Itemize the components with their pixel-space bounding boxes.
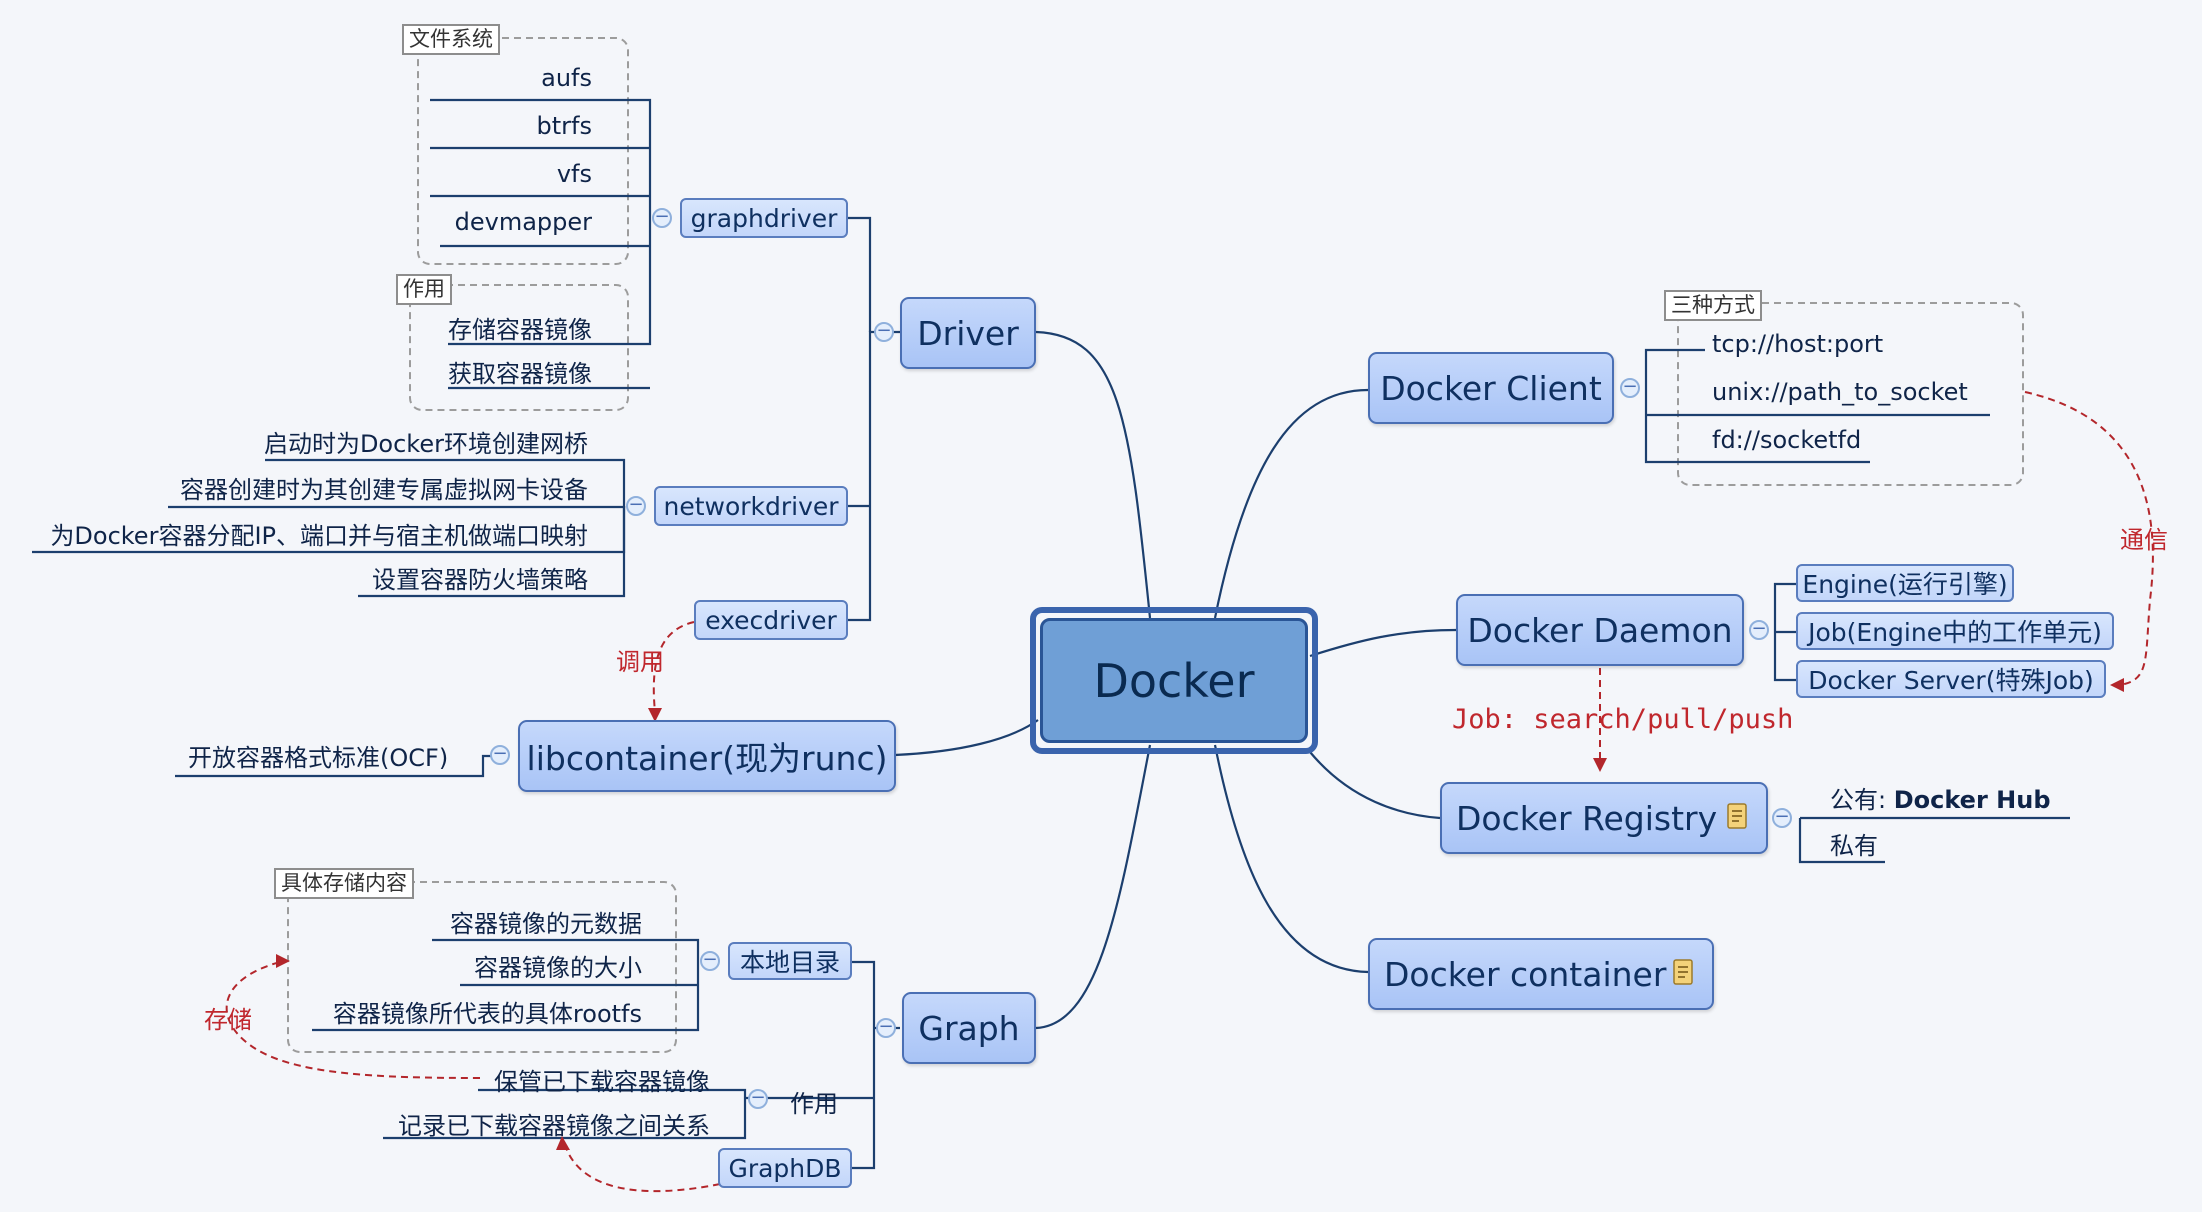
center-node[interactable]: Docker bbox=[1040, 618, 1308, 743]
fs-item-btrfs: btrfs bbox=[536, 112, 592, 140]
network-item-3: 为Docker容器分配IP、端口并与宿主机做端口映射 bbox=[50, 522, 588, 550]
role-item-fetch: 获取容器镜像 bbox=[448, 360, 592, 388]
registry-node[interactable]: Docker Registry bbox=[1440, 782, 1768, 854]
graph-node[interactable]: Graph bbox=[902, 992, 1036, 1064]
collapse-icon[interactable]: − bbox=[876, 1018, 896, 1038]
graph-role-item-2: 记录已下载容器镜像之间关系 bbox=[398, 1112, 710, 1140]
registry-public-prefix: 公有: bbox=[1830, 786, 1894, 814]
driver-node[interactable]: Driver bbox=[900, 297, 1036, 369]
client-node[interactable]: Docker Client bbox=[1368, 352, 1614, 424]
graph-role-item-1: 保管已下载容器镜像 bbox=[494, 1068, 710, 1096]
comm-label: 通信 bbox=[2120, 526, 2168, 554]
fs-group-box bbox=[417, 37, 629, 265]
networkdriver-label: networkdriver bbox=[663, 491, 839, 521]
fs-item-aufs: aufs bbox=[541, 64, 592, 92]
daemon-label: Docker Daemon bbox=[1467, 610, 1733, 650]
fs-item-devmapper: devmapper bbox=[454, 208, 592, 236]
graph-role-label: 作用 bbox=[790, 1090, 838, 1118]
fs-tag: 文件系统 bbox=[402, 24, 500, 55]
call-label: 调用 bbox=[616, 648, 664, 676]
role-tag: 作用 bbox=[396, 274, 452, 305]
local-item-2: 容器镜像的大小 bbox=[474, 954, 642, 982]
collapse-icon[interactable]: − bbox=[748, 1089, 768, 1109]
client-item-tcp: tcp://host:port bbox=[1712, 330, 1884, 358]
container-node[interactable]: Docker container bbox=[1368, 938, 1714, 1010]
local-item-3: 容器镜像所代表的具体rootfs bbox=[332, 1000, 642, 1028]
network-item-1: 启动时为Docker环境创建网桥 bbox=[263, 430, 588, 458]
network-item-4: 设置容器防火墙策略 bbox=[372, 566, 588, 594]
local-item-1: 容器镜像的元数据 bbox=[450, 910, 642, 938]
collapse-icon[interactable]: − bbox=[652, 208, 672, 228]
graph-label: Graph bbox=[918, 1008, 1020, 1048]
graphdb-node[interactable]: GraphDB bbox=[718, 1148, 852, 1188]
collapse-icon[interactable]: − bbox=[626, 496, 646, 516]
fs-item-vfs: vfs bbox=[556, 160, 592, 188]
store-label: 存储 bbox=[204, 1006, 252, 1034]
role-group-box bbox=[409, 284, 629, 411]
daemon-item-server-label: Docker Server(特殊Job) bbox=[1808, 666, 2094, 695]
libcontainer-label: libcontainer(现为runc) bbox=[526, 739, 888, 778]
role-item-store: 存储容器镜像 bbox=[448, 316, 592, 344]
network-item-2: 容器创建时为其创建专属虚拟网卡设备 bbox=[180, 476, 588, 504]
daemon-item-server[interactable]: Docker Server(特殊Job) bbox=[1796, 660, 2106, 698]
driver-label: Driver bbox=[917, 313, 1019, 353]
graphdriver-label: graphdriver bbox=[690, 203, 838, 233]
collapse-icon[interactable]: − bbox=[700, 951, 720, 971]
daemon-node[interactable]: Docker Daemon bbox=[1456, 594, 1744, 666]
registry-label: Docker Registry bbox=[1456, 798, 1718, 838]
daemon-item-engine-label: Engine(运行引擎) bbox=[1802, 570, 2008, 599]
store-tag: 具体存储内容 bbox=[274, 868, 414, 899]
local-dir-node[interactable]: 本地目录 bbox=[728, 942, 852, 980]
graphdb-label: GraphDB bbox=[728, 1153, 842, 1183]
collapse-icon[interactable]: − bbox=[1772, 808, 1792, 828]
registry-public: 公有: Docker Hub bbox=[1830, 780, 2051, 815]
note-icon bbox=[1673, 959, 1693, 985]
registry-private: 私有 bbox=[1830, 832, 1878, 860]
execdriver-label: execdriver bbox=[705, 605, 837, 635]
collapse-icon[interactable]: − bbox=[874, 322, 894, 342]
client-group-box bbox=[1677, 302, 2024, 486]
registry-public-name: Docker Hub bbox=[1893, 786, 2051, 814]
graphdriver-node[interactable]: graphdriver bbox=[680, 198, 848, 238]
collapse-icon[interactable]: − bbox=[1749, 620, 1769, 640]
client-tag: 三种方式 bbox=[1664, 290, 1762, 321]
daemon-item-engine[interactable]: Engine(运行引擎) bbox=[1796, 564, 2014, 602]
libcontainer-item: 开放容器格式标准(OCF) bbox=[188, 744, 449, 772]
collapse-icon[interactable]: − bbox=[1620, 378, 1640, 398]
client-item-fd: fd://socketfd bbox=[1712, 426, 1862, 454]
daemon-item-job-label: Job(Engine中的工作单元) bbox=[1808, 618, 2102, 647]
store-group-box bbox=[287, 881, 677, 1053]
center-label: Docker bbox=[1093, 653, 1255, 708]
daemon-item-job[interactable]: Job(Engine中的工作单元) bbox=[1796, 612, 2114, 650]
container-label: Docker container bbox=[1384, 954, 1667, 994]
collapse-icon[interactable]: − bbox=[490, 745, 510, 765]
center-node-frame bbox=[1030, 607, 1318, 754]
execdriver-node[interactable]: execdriver bbox=[694, 600, 848, 640]
note-icon bbox=[1727, 803, 1747, 829]
local-dir-label: 本地目录 bbox=[740, 948, 841, 977]
client-item-unix: unix://path_to_socket bbox=[1712, 378, 1968, 406]
libcontainer-node[interactable]: libcontainer(现为runc) bbox=[518, 720, 896, 792]
networkdriver-node[interactable]: networkdriver bbox=[654, 486, 848, 526]
job-label: Job: search/pull/push bbox=[1452, 704, 1794, 735]
client-label: Docker Client bbox=[1380, 368, 1602, 408]
